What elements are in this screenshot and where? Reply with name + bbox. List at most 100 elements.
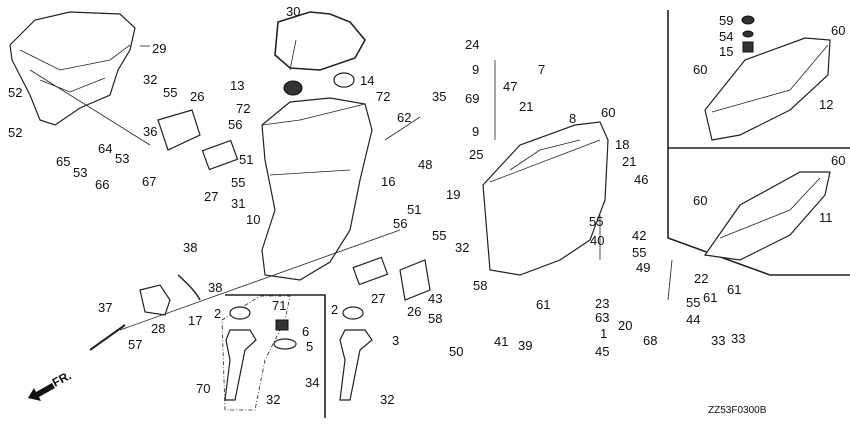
callout-part-14: 14	[360, 73, 375, 88]
callout-part-39: 39	[518, 338, 533, 353]
callout-part-18: 18	[615, 137, 630, 152]
callout-part-60: 60	[601, 105, 616, 120]
callout-part-62: 62	[397, 110, 412, 125]
callout-part-63: 63	[595, 310, 610, 325]
callout-part-55: 55	[632, 245, 647, 260]
callout-part-67: 67	[142, 174, 157, 189]
callout-part-61: 61	[703, 290, 718, 305]
callout-part-32: 32	[455, 240, 470, 255]
part-12-oil-pan	[704, 37, 831, 141]
callout-part-60: 60	[693, 62, 708, 77]
callout-part-55: 55	[686, 295, 701, 310]
callout-part-8: 8	[569, 111, 577, 126]
callout-part-53: 53	[115, 151, 130, 166]
callout-part-53: 53	[73, 165, 88, 180]
callout-part-56: 56	[393, 216, 408, 231]
callout-part-28: 28	[151, 321, 166, 336]
callout-part-33: 33	[711, 333, 726, 348]
part-54	[742, 30, 754, 38]
callout-part-70: 70	[196, 381, 211, 396]
callout-part-38: 38	[208, 280, 223, 295]
callout-part-64: 64	[98, 141, 113, 156]
part-27-b	[352, 256, 389, 286]
callout-part-26: 26	[190, 89, 205, 104]
part-59	[741, 15, 755, 25]
callout-part-36: 36	[143, 124, 158, 139]
callout-part-40: 40	[590, 233, 605, 248]
callout-part-57: 57	[128, 337, 143, 352]
callout-part-52: 52	[8, 85, 23, 100]
callout-part-55: 55	[432, 228, 447, 243]
part-13-grommet	[283, 80, 303, 96]
callout-part-60: 60	[693, 193, 708, 208]
callout-part-34: 34	[305, 375, 320, 390]
callout-part-20: 20	[618, 318, 633, 333]
callout-part-22: 22	[694, 271, 709, 286]
callout-part-10: 10	[246, 212, 261, 227]
diagram-code: ZZ53F0300B	[708, 405, 767, 416]
part-15	[742, 41, 754, 53]
callout-part-27: 27	[204, 189, 219, 204]
callout-part-58: 58	[473, 278, 488, 293]
part-5	[273, 338, 297, 350]
callout-part-44: 44	[686, 312, 701, 327]
part-37-bolt	[89, 324, 126, 351]
part-10-extension-case	[261, 97, 373, 281]
callout-part-61: 61	[727, 282, 742, 297]
part-18-oil-case	[482, 121, 609, 276]
callout-part-24: 24	[465, 37, 480, 52]
callout-part-33: 33	[731, 331, 746, 346]
part-2-seal-b	[342, 306, 364, 320]
callout-part-69: 69	[465, 91, 480, 106]
callout-part-19: 19	[446, 187, 461, 202]
callout-part-31: 31	[231, 196, 246, 211]
callout-part-37: 37	[98, 300, 113, 315]
callout-part-26: 26	[407, 304, 422, 319]
callout-part-1: 1	[600, 326, 608, 341]
callout-part-35: 35	[432, 89, 447, 104]
callout-part-17: 17	[188, 313, 203, 328]
part-70-dash	[221, 295, 291, 411]
callout-part-72: 72	[376, 89, 391, 104]
part-29-cover	[9, 11, 136, 126]
callout-part-56: 56	[228, 117, 243, 132]
part-30-gasket	[274, 11, 366, 71]
callout-part-41: 41	[494, 334, 509, 349]
callout-part-72: 72	[236, 101, 251, 116]
part-26-a	[157, 109, 201, 151]
callout-part-42: 42	[632, 228, 647, 243]
callout-part-46: 46	[634, 172, 649, 187]
front-direction-arrow-icon	[28, 383, 55, 401]
callout-part-9: 9	[472, 62, 480, 77]
part-26-b	[399, 259, 431, 301]
leader-lines	[29, 39, 673, 331]
callout-part-21: 21	[622, 154, 637, 169]
callout-part-54: 54	[719, 29, 734, 44]
callout-part-16: 16	[381, 174, 396, 189]
callout-part-6: 6	[302, 324, 310, 339]
part-bracket-70	[224, 329, 257, 401]
part-11-oil-pan	[703, 171, 831, 261]
part-6	[275, 319, 289, 331]
callout-part-55: 55	[231, 175, 246, 190]
callout-part-11: 11	[819, 210, 833, 225]
callout-part-58: 58	[428, 311, 443, 326]
callout-part-23: 23	[595, 296, 610, 311]
callout-part-5: 5	[306, 339, 314, 354]
callout-part-32: 32	[266, 392, 281, 407]
callout-part-2: 2	[214, 306, 222, 321]
callout-part-51: 51	[407, 202, 422, 217]
callout-part-15: 15	[719, 44, 734, 59]
part-3-bracket	[339, 329, 373, 401]
callout-part-66: 66	[95, 177, 110, 192]
callout-part-3: 3	[392, 333, 400, 348]
callout-part-71: 71	[272, 298, 287, 313]
callout-part-45: 45	[595, 344, 610, 359]
callout-part-49: 49	[636, 260, 651, 275]
callout-part-7: 7	[538, 62, 546, 77]
callout-part-55: 55	[163, 85, 178, 100]
callout-part-60: 60	[831, 23, 846, 38]
part-28	[139, 284, 171, 316]
callout-part-51: 51	[239, 152, 254, 167]
